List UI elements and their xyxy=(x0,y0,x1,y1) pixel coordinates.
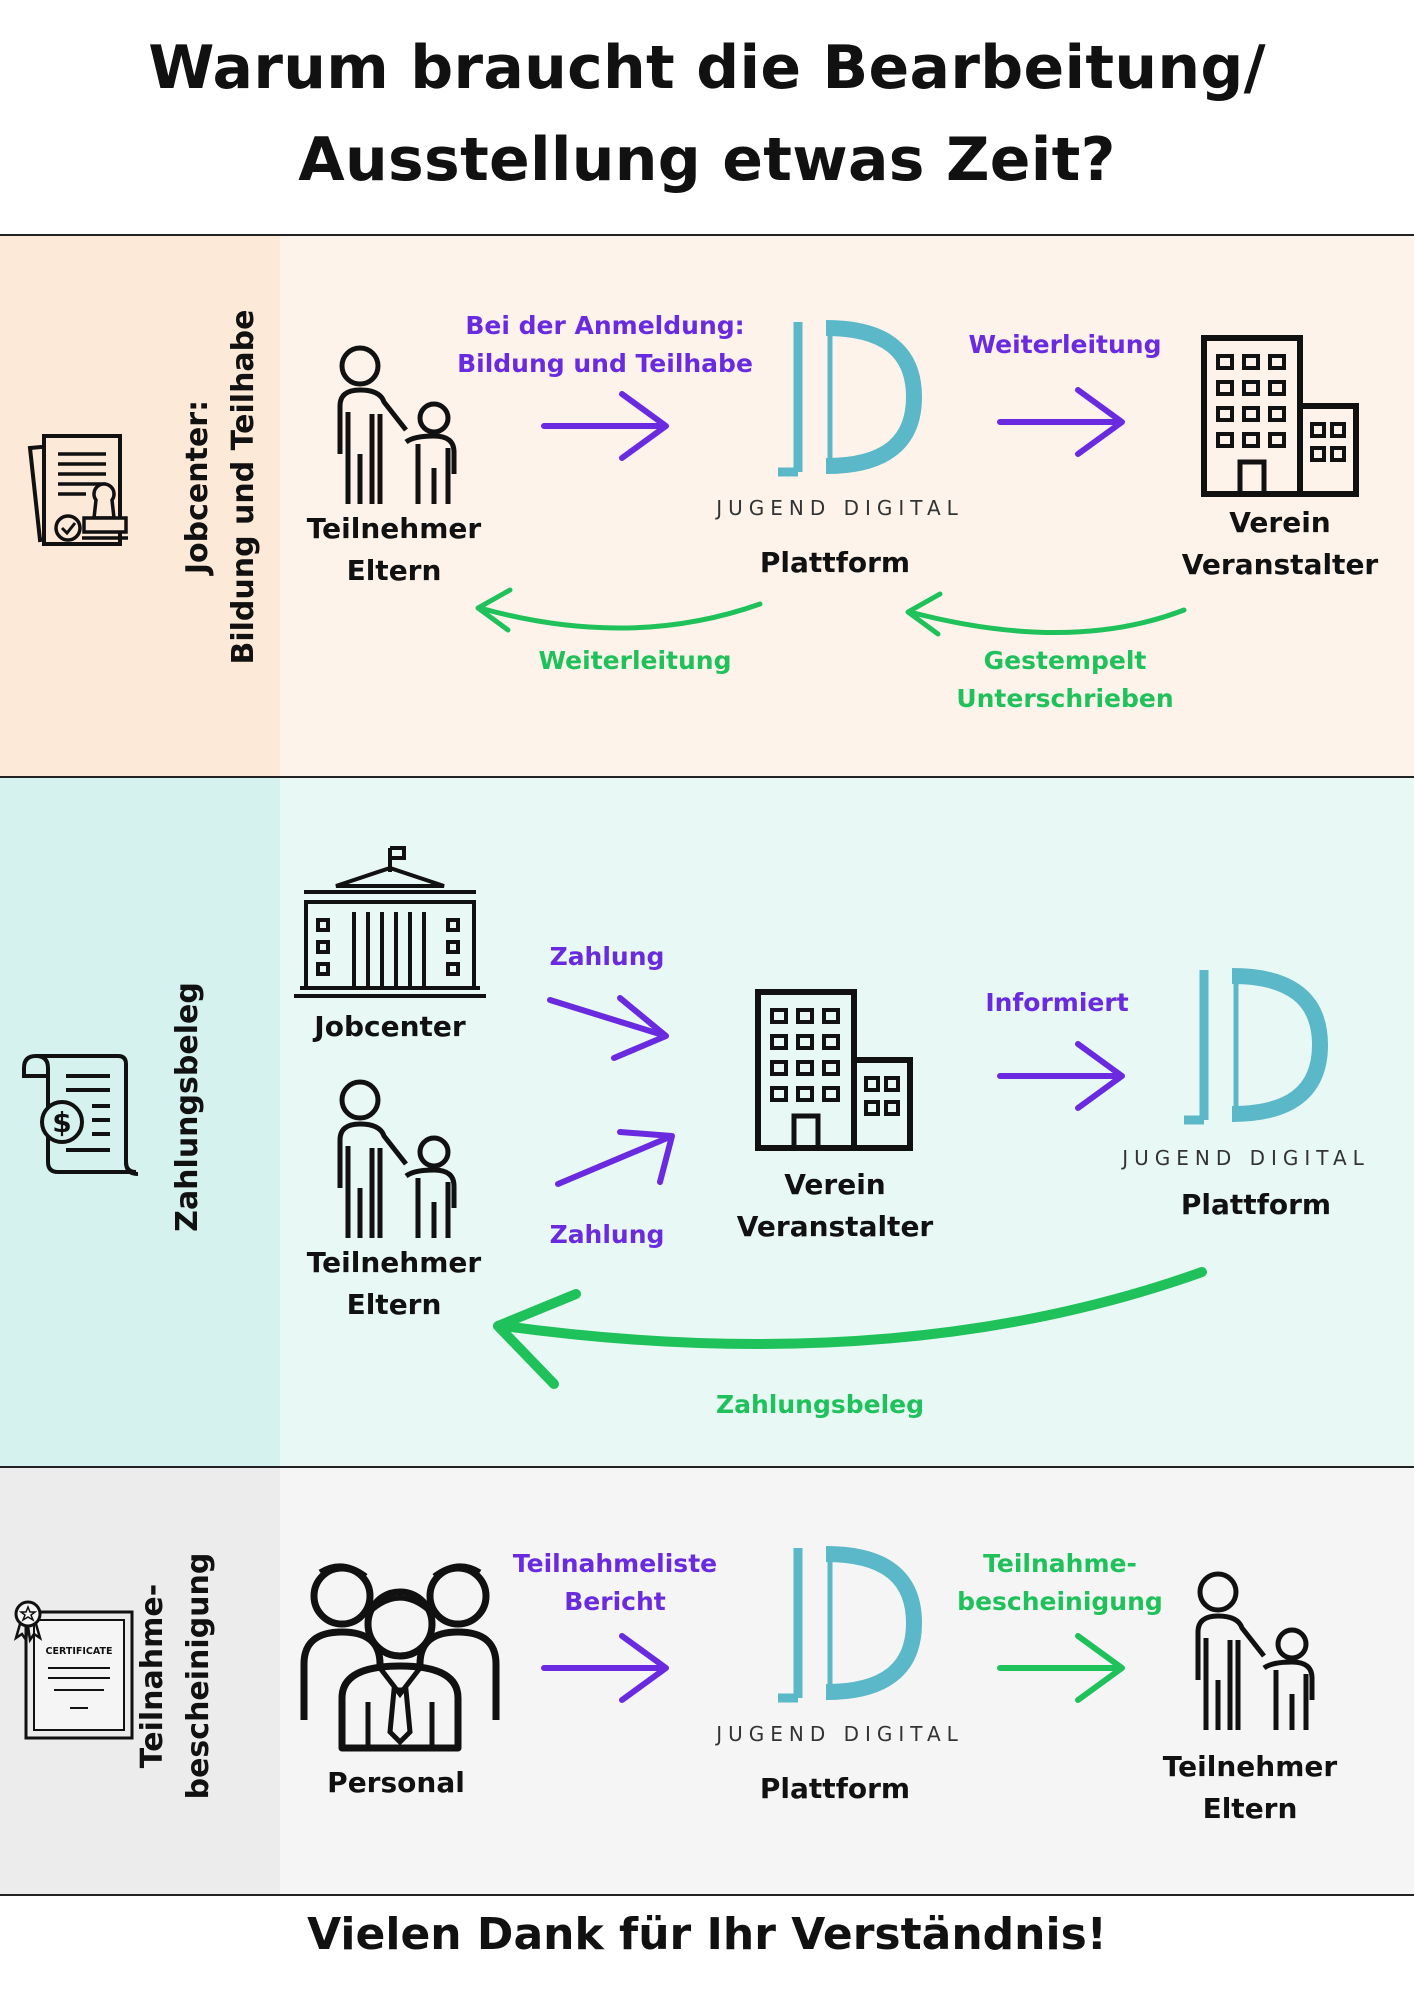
arrow-right-icon xyxy=(1000,1026,1126,1126)
government-building-icon xyxy=(294,846,486,998)
participant-label: Teilnehmer Eltern xyxy=(284,508,504,592)
arrow-right-icon xyxy=(1000,372,1126,472)
arrow-label-line-1: Gestempelt xyxy=(983,646,1147,675)
club-line-2: Veranstalter xyxy=(736,1210,934,1243)
jugend-digital-logo-icon xyxy=(778,1548,918,1702)
document-stamp-icon xyxy=(27,434,128,546)
section1-side-label: Jobcenter: Bildung und Teilhabe xyxy=(175,287,267,687)
curved-arrow-left-icon xyxy=(475,587,763,633)
parent-child-icon xyxy=(322,1078,462,1242)
platform-label: Plattform xyxy=(759,546,911,579)
participant-line-1: Teilnehmer xyxy=(306,512,482,545)
arrow-right-icon xyxy=(544,1618,670,1718)
club-line-1: Verein xyxy=(1229,506,1331,539)
brand-text: JUGEND DIGITAL xyxy=(716,496,964,520)
section-teilnahmebescheinigung xyxy=(0,1468,1414,1894)
arrow-label-line-2: Unterschrieben xyxy=(956,684,1174,713)
club-line-1: Verein xyxy=(784,1168,886,1201)
arrow-label-attendance-list: Teilnahmeliste Bericht xyxy=(490,1545,740,1621)
participant-line-2: Eltern xyxy=(1202,1792,1298,1825)
arrow-label-line-1: Bei der Anmeldung: xyxy=(465,311,745,340)
arrow-right-icon xyxy=(1000,1618,1126,1718)
arrow-right-icon xyxy=(544,376,670,476)
club-label: Verein Veranstalter xyxy=(715,1164,955,1248)
section2-side-label: Zahlungsbeleg xyxy=(165,907,211,1307)
certificate-icon: CERTIFICATE xyxy=(13,1600,134,1740)
footer-thanks: Vielen Dank für Ihr Verständnis! xyxy=(307,1909,1107,1960)
jugend-digital-logo-icon xyxy=(778,322,918,476)
participant-line-2: Eltern xyxy=(346,554,442,587)
staff-label: Personal xyxy=(327,1766,465,1799)
certificate-text: CERTIFICATE xyxy=(46,1646,113,1657)
page-title: Warum braucht die Bearbeitung/ Ausstellu… xyxy=(0,22,1414,206)
big-curved-arrow-left-icon xyxy=(493,1267,1207,1389)
arrow-label-certificate: Teilnahme- bescheinigung xyxy=(935,1545,1185,1621)
section-zahlungsbeleg xyxy=(0,778,1414,1466)
participant-label: Teilnehmer Eltern xyxy=(1140,1746,1360,1830)
participant-line-1: Teilnehmer xyxy=(1162,1750,1338,1783)
participant-line-2: Eltern xyxy=(346,1288,442,1321)
receipt-dollar-icon: $ xyxy=(22,1053,139,1176)
curved-arrow-left-icon xyxy=(905,591,1187,637)
arrow-label-line-2: Bildung und Teilhabe xyxy=(457,349,753,378)
arrow-label-line-1: Teilnahme- xyxy=(983,1549,1137,1578)
brand-text: JUGEND DIGITAL xyxy=(1122,1146,1370,1170)
section3-side-label: Teilnahme- bescheinigung xyxy=(130,1476,222,1876)
side-label-line-2: Bildung und Teilhabe xyxy=(226,309,261,665)
participant-line-1: Teilnehmer xyxy=(306,1246,482,1279)
arrow-label-forwarding-back: Weiterleitung xyxy=(538,646,732,675)
building-icon xyxy=(754,988,914,1152)
platform-label: Plattform xyxy=(759,1772,911,1805)
side-label-line-2: bescheinigung xyxy=(181,1552,216,1800)
divider-bottom xyxy=(0,1894,1414,1896)
staff-group-icon xyxy=(300,1563,500,1752)
brand-text: JUGEND DIGITAL xyxy=(716,1722,964,1746)
side-label-line-1: Jobcenter: xyxy=(180,399,215,575)
title-line-1: Warum braucht die Bearbeitung/ xyxy=(148,33,1266,103)
arrow-diagonal-down-icon xyxy=(547,995,669,1061)
svg-text:$: $ xyxy=(52,1106,71,1139)
participant-label: Teilnehmer Eltern xyxy=(284,1242,504,1326)
arrow-label-stamped: Gestempelt Unterschrieben xyxy=(915,642,1215,718)
section-bildung-teilhabe xyxy=(0,236,1414,776)
arrow-label-payment-1: Zahlung xyxy=(549,942,665,971)
divider-2 xyxy=(0,1466,1414,1468)
parent-child-icon xyxy=(1180,1570,1320,1734)
jobcenter-label: Jobcenter xyxy=(314,1010,466,1043)
divider-top xyxy=(0,234,1414,236)
arrow-label-forwarding: Weiterleitung xyxy=(968,330,1162,359)
jugend-digital-logo-icon xyxy=(1184,970,1324,1124)
arrow-label-line-1: Teilnahmeliste xyxy=(512,1549,718,1578)
arrow-label-payment-2: Zahlung xyxy=(549,1220,665,1249)
side-label-line: Zahlungsbeleg xyxy=(170,982,205,1232)
arrow-label-receipt: Zahlungsbeleg xyxy=(715,1390,924,1419)
side-label-line-1: Teilnahme- xyxy=(135,1583,170,1769)
arrow-label-line-2: Bericht xyxy=(564,1587,666,1616)
arrow-label-informed: Informiert xyxy=(985,988,1129,1017)
arrow-label-registration: Bei der Anmeldung: Bildung und Teilhabe xyxy=(440,307,770,383)
building-icon xyxy=(1200,334,1360,498)
divider-1 xyxy=(0,776,1414,778)
platform-label: Plattform xyxy=(1180,1188,1332,1221)
title-line-2: Ausstellung etwas Zeit? xyxy=(298,125,1116,195)
club-label: Verein Veranstalter xyxy=(1160,502,1400,586)
arrow-label-line-2: bescheinigung xyxy=(957,1587,1163,1616)
arrow-diagonal-up-icon xyxy=(555,1129,675,1187)
club-line-2: Veranstalter xyxy=(1181,548,1379,581)
